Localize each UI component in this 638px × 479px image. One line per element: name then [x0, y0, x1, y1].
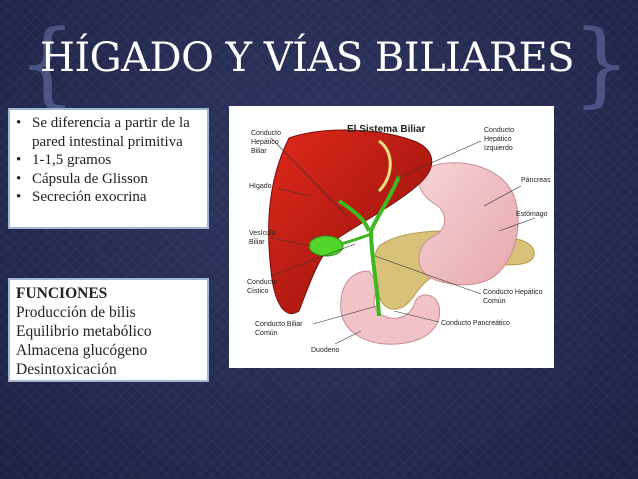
label-pancreas: Páncreas	[521, 177, 551, 184]
function-item: Producción de bilis	[16, 304, 136, 321]
label-conducto-hepatico-comun: Conducto Hepático Común	[483, 289, 545, 305]
label-conducto-biliar-comun: Conducto Biliar Común	[255, 321, 304, 337]
biliary-system-diagram: El Sistema Biliar Conducto Hepático Bili…	[229, 106, 554, 368]
left-brace-decoration: {	[18, 10, 77, 117]
cystic-duct-shape	[340, 232, 372, 246]
bile-duct-tree	[337, 175, 401, 317]
biliary-system-illustration: El Sistema Biliar Conducto Hepático Bili…	[247, 124, 551, 354]
label-higado: Hígado	[249, 183, 272, 190]
functions-box: FUNCIONES Producción de bilis Equilibrio…	[8, 278, 209, 382]
feature-item: 1-1,5 gramos	[16, 151, 201, 170]
duodenum-shape	[340, 270, 441, 345]
feature-item: Cápsula de Glisson	[16, 170, 201, 189]
stomach-shape	[418, 162, 519, 286]
label-duodeno: Duodeno	[311, 347, 340, 354]
leader-lines	[270, 137, 536, 345]
diagram-title: El Sistema Biliar	[347, 124, 425, 135]
liver-shape	[268, 129, 433, 314]
features-box: Se diferencia a partir de la pared intes…	[8, 108, 209, 229]
gallbladder-shape	[308, 235, 344, 257]
label-estomago: Estómago	[516, 211, 548, 218]
falciform-ligament	[377, 139, 392, 193]
function-item: Equilibrio metabólico	[16, 323, 152, 340]
label-conducto-hepatico-izquierdo: Conducto Hepático Izquierdo	[484, 127, 516, 152]
label-conducto-cistico: Conducto Cístico	[247, 279, 279, 295]
right-brace-decoration: }	[572, 10, 631, 117]
label-conducto-pancreatico: Conducto Pancreático	[441, 320, 510, 327]
feature-item: Secreción exocrina	[16, 188, 201, 207]
label-vesicula-biliar: Vesícula Biliar	[249, 230, 277, 246]
feature-item: Se diferencia a partir de la pared intes…	[16, 114, 201, 151]
label-conducto-hepatico-biliar: Conducto Hepático Biliar	[251, 130, 283, 155]
functions-heading: FUNCIONES	[16, 285, 108, 302]
slide-title: HÍGADO Y VÍAS BILIARES	[40, 35, 575, 81]
function-item: Almacena glucógeno	[16, 342, 148, 359]
function-item: Desintoxicación	[16, 361, 117, 378]
features-list: Se diferencia a partir de la pared intes…	[16, 114, 201, 207]
